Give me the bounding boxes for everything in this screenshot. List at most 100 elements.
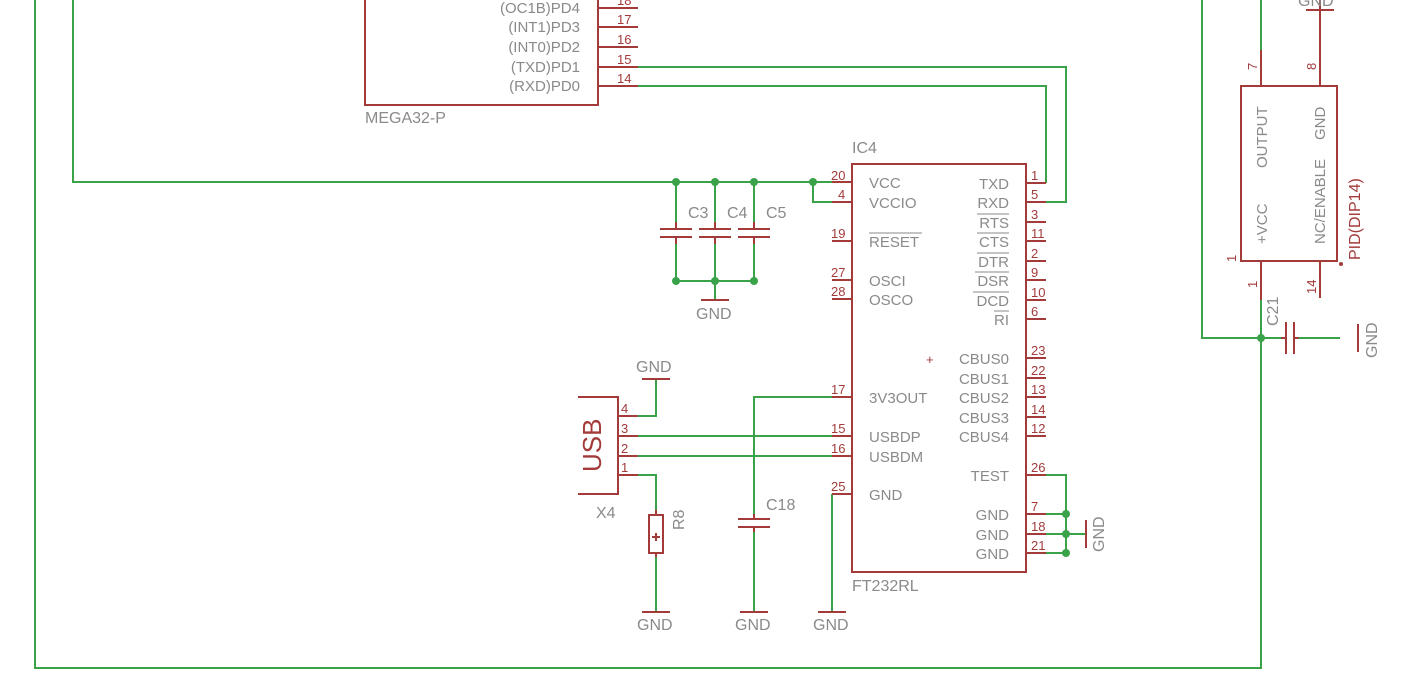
- usb-body: [578, 396, 619, 495]
- ic4-overbars: [869, 213, 1009, 312]
- ic4-body: [851, 163, 1027, 573]
- ic4-pin-number: 5: [1031, 187, 1038, 202]
- ic4-pin-number: 22: [1031, 363, 1045, 378]
- r8-label: R8: [671, 509, 688, 530]
- mega-pin-number: 18: [617, 0, 631, 8]
- ic4-pin-number: 10: [1031, 285, 1045, 300]
- c4-label: C4: [727, 205, 748, 222]
- usb-pin-number: 4: [621, 401, 628, 416]
- ic4-pin-label: USBDM: [869, 449, 923, 466]
- capacitor-c5: [738, 222, 770, 244]
- junction: [750, 277, 758, 285]
- ic4-pin-label: GND: [869, 487, 903, 504]
- ic4-pin-label: RI: [994, 312, 1009, 329]
- ic4-pin-number: 9: [1031, 265, 1038, 280]
- ic4-pin-number: 23: [1031, 343, 1045, 358]
- ic4-pin-label: DSR: [977, 273, 1009, 290]
- pid-label-nc: NC/ENABLE: [1312, 159, 1329, 244]
- ic4-pin-label: GND: [976, 546, 1010, 563]
- junction: [1257, 334, 1265, 342]
- ic4-pin-label: CBUS2: [959, 390, 1009, 407]
- junctions: [672, 178, 1265, 557]
- gnd-label: GND: [696, 306, 732, 323]
- junction: [711, 178, 719, 186]
- wire-txd: [618, 66, 1067, 203]
- pid-body: [1240, 85, 1338, 262]
- ic4-pin-label: DTR: [978, 254, 1009, 271]
- usb-pin-number: 1: [621, 460, 628, 475]
- ic4-pin-label: 3V3OUT: [869, 390, 927, 407]
- c21-label: C21: [1265, 297, 1282, 326]
- ic4-pin-number: 14: [1031, 402, 1045, 417]
- ic4-pin-label: CBUS1: [959, 371, 1009, 388]
- ic4-pin-number: 11: [1031, 226, 1045, 241]
- wire-outer-loop: [34, 0, 1262, 669]
- mega-pin-number: 14: [617, 71, 631, 86]
- ic4-pin-number: 28: [831, 284, 845, 299]
- gnd-label: GND: [735, 617, 771, 634]
- mega32-body: [364, 0, 599, 106]
- ic4-pin-number: 15: [831, 421, 845, 436]
- c3-label: C3: [688, 205, 709, 222]
- ic4-pin-label: RTS: [979, 215, 1009, 232]
- pid-pin1-dot: [1339, 262, 1343, 266]
- ic4-pin-number: 18: [1031, 519, 1045, 534]
- ic4-pin-label: TXD: [979, 176, 1009, 193]
- ic4-pin-number: 2: [1031, 246, 1038, 261]
- wires: [34, 0, 1340, 669]
- junction: [672, 277, 680, 285]
- resistor-r8: R8 GND: [637, 509, 688, 634]
- gnd-label: GND: [813, 617, 849, 634]
- wire-vccio: [812, 182, 832, 203]
- gnd-label: GND: [637, 617, 673, 634]
- junction: [1062, 510, 1070, 518]
- junction: [711, 277, 719, 285]
- pid-label-vcc: +VCC: [1254, 203, 1271, 244]
- pid-pin-number: 14: [1304, 280, 1319, 294]
- capacitor-c4: [699, 222, 731, 244]
- mega-pin-label: (RXD)PD0: [509, 78, 580, 95]
- ic4-part: IC4 FT232RL + 20 4 19 27 28 17 15 16 25 …: [831, 140, 1046, 595]
- junction: [1062, 549, 1070, 557]
- mega32-part: (OC1B)PD4 (INT1)PD3 (INT0)PD2 (TXD)PD1 (…: [364, 0, 638, 127]
- wire-usb-gnd: [638, 379, 657, 417]
- wire-rxd: [618, 85, 1047, 183]
- ic4-pin-label: CTS: [979, 234, 1009, 251]
- mega-pin-label: (INT1)PD3: [508, 19, 580, 36]
- pid-pin-number: 1: [1224, 255, 1239, 262]
- ic4-pin-label: CBUS3: [959, 410, 1009, 427]
- ic4-refdes: IC4: [852, 140, 877, 157]
- gnd-ic4-right: GND: [1085, 516, 1108, 552]
- capacitor-c21: C21 GND: [1265, 297, 1381, 358]
- usb-connector-x4: 4 3 2 1 USB X4 GND: [577, 359, 672, 522]
- pid-pin-number: 7: [1245, 63, 1260, 70]
- mega-pin-label: (TXD)PD1: [511, 59, 580, 76]
- wire-vcc-net: [72, 0, 832, 183]
- junction: [809, 178, 817, 186]
- pid-value: PID(DIP14): [1347, 178, 1364, 260]
- ic4-pin-label: CBUS0: [959, 351, 1009, 368]
- ic4-pin-number: 21: [1031, 538, 1045, 553]
- c5-label: C5: [766, 205, 787, 222]
- junction: [750, 178, 758, 186]
- ic4-pin-number: 26: [1031, 460, 1045, 475]
- wire-usb-pin1: [638, 474, 657, 510]
- ic4-pin-number: 27: [831, 265, 845, 280]
- x4-refdes: X4: [596, 505, 616, 522]
- ic4-pin-label: USBDP: [869, 429, 921, 446]
- wire-pid-left: [1201, 0, 1261, 339]
- ic4-pin-label: OSCI: [869, 273, 906, 290]
- ic4-pin-label: DCD: [977, 293, 1010, 310]
- ic4-pin-number: 7: [1031, 499, 1038, 514]
- wire-3v3out: [753, 396, 832, 514]
- pid-label-output: OUTPUT: [1254, 106, 1271, 168]
- ic4-pin-label: RXD: [977, 195, 1009, 212]
- ic4-pin-label: OSCO: [869, 292, 913, 309]
- pid-part: GND OUTPUT GND +VCC NC/ENABLE PID(DIP14)…: [1224, 0, 1364, 300]
- ic4-pin-number: 25: [831, 479, 845, 494]
- junction: [672, 178, 680, 186]
- gnd-label: GND: [1298, 0, 1334, 10]
- usb-pin-number: 3: [621, 421, 628, 436]
- ic4-pin-number: 17: [831, 382, 845, 397]
